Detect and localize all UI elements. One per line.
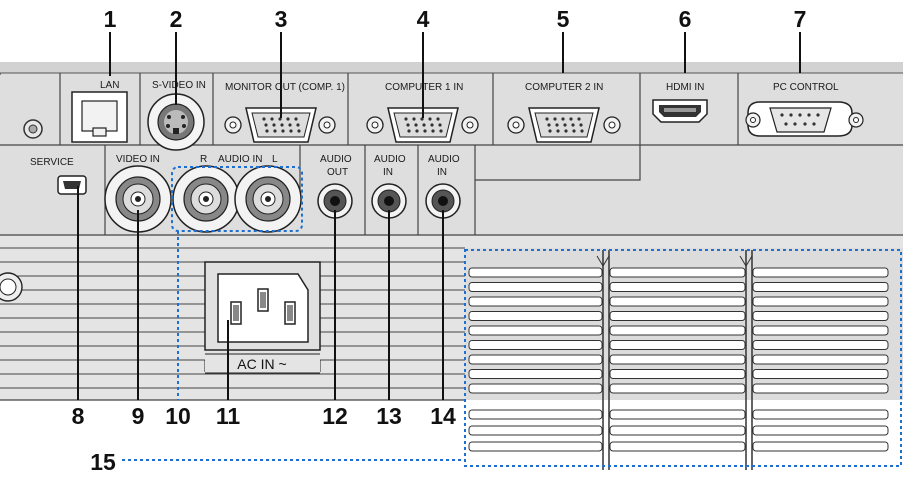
callout-6: 6: [679, 6, 692, 32]
callout-1: 1: [104, 6, 117, 32]
callout-2: 2: [170, 6, 183, 32]
vent-slat: [468, 425, 603, 436]
label-computer2-in: COMPUTER 2 IN: [525, 82, 603, 93]
label-audio-out-1: AUDIO: [320, 154, 352, 165]
vent-slat: [468, 409, 603, 420]
vent-slat: [609, 354, 746, 365]
vent-slat: [468, 282, 603, 292]
callout-11: 11: [216, 403, 241, 429]
callout-7: 7: [794, 6, 807, 32]
callout-numbers: 1 2 3 4 5 6 7 8 9 10 11 12 13 14 15: [72, 6, 807, 475]
callout-4: 4: [417, 6, 430, 32]
vent-slat: [752, 267, 889, 278]
vent-slat: [752, 282, 889, 292]
vent-slat: [609, 311, 746, 321]
label-video-in: VIDEO IN: [116, 154, 160, 165]
vent-slat: [468, 311, 603, 321]
audio-in-r-port: [172, 165, 240, 233]
label-hdmi-in: HDMI IN: [666, 82, 704, 93]
vent-slat: [752, 409, 889, 420]
vent-slat: [468, 325, 603, 336]
vent-slat: [468, 340, 603, 350]
pc-control-port: [745, 101, 864, 137]
vent-slat: [468, 354, 603, 365]
ac-inlet-port: [204, 261, 321, 374]
callout-12: 12: [322, 403, 348, 429]
vent-slat: [468, 383, 603, 394]
vent-slat: [752, 340, 889, 350]
vent-slat: [609, 425, 746, 436]
callout-15: 15: [90, 449, 116, 473]
callout-10: 10: [165, 403, 191, 429]
panel-dividers: [0, 73, 903, 235]
callout-14: 14: [430, 403, 456, 429]
lan-port: [71, 91, 128, 143]
callout-3: 3: [275, 6, 288, 32]
monitor-out-port: [224, 107, 336, 143]
callout-8: 8: [72, 403, 85, 429]
callout-13: 13: [376, 403, 402, 429]
left-foot-icon: [0, 272, 23, 302]
vent-slat: [468, 369, 603, 379]
label-audio-in-13-1: AUDIO: [374, 154, 406, 165]
vent-slat: [752, 296, 889, 307]
hdmi-port: [652, 99, 708, 123]
audio-in-l-port: [234, 165, 302, 233]
service-port: [57, 175, 87, 195]
video-in-port: [104, 165, 172, 233]
vent-slat: [752, 325, 889, 336]
audio-in-13-port: [371, 183, 407, 219]
vent-slat: [609, 369, 746, 379]
vent-slat: [752, 354, 889, 365]
label-ac-in: AC IN ~: [237, 356, 286, 372]
callout-5: 5: [557, 6, 570, 32]
ground-screw-icon: [23, 119, 43, 139]
computer2-in-port: [507, 107, 621, 143]
vent-slat: [752, 383, 889, 394]
label-computer1-in: COMPUTER 1 IN: [385, 82, 463, 93]
callout-lines: [77, 32, 902, 467]
vent-slat: [468, 296, 603, 307]
label-monitor-out: MONITOR OUT (COMP. 1): [225, 82, 345, 93]
audio-in-14-port: [425, 183, 461, 219]
vent-slat: [609, 383, 746, 394]
vent-slat: [752, 311, 889, 321]
svideo-port: [147, 93, 205, 151]
label-audio-in-title: AUDIO IN: [218, 154, 262, 165]
vent-slat: [609, 340, 746, 350]
callout-9: 9: [132, 403, 145, 429]
vent-slat: [752, 441, 889, 452]
label-audio-in-r: R: [200, 154, 207, 165]
label-audio-in-l: L: [272, 154, 278, 165]
vent-ribs: [602, 250, 753, 470]
computer1-in-port: [366, 107, 479, 143]
vent-slat: [752, 369, 889, 379]
vent-slat: [752, 425, 889, 436]
vent-grille: [465, 248, 903, 470]
label-service: SERVICE: [30, 157, 74, 168]
port-labels: LAN S-VIDEO IN MONITOR OUT (COMP. 1) COM…: [30, 80, 839, 372]
vent-slat: [609, 409, 746, 420]
label-audio-in-13-2: IN: [383, 167, 393, 178]
vent-slat: [609, 441, 746, 452]
vent-slat: [468, 267, 603, 278]
audio-out-port: [317, 183, 353, 219]
label-svideo-in: S-VIDEO IN: [152, 80, 206, 91]
label-audio-in-14-1: AUDIO: [428, 154, 460, 165]
vent-slat: [468, 441, 603, 452]
vent-slat: [609, 267, 746, 278]
label-pc-control: PC CONTROL: [773, 82, 839, 93]
vent-slat: [609, 282, 746, 292]
vent-slat: [609, 325, 746, 336]
vent-slat: [609, 296, 746, 307]
label-lan: LAN: [100, 80, 119, 91]
label-audio-in-14-2: IN: [437, 167, 447, 178]
label-audio-out-2: OUT: [327, 167, 348, 178]
